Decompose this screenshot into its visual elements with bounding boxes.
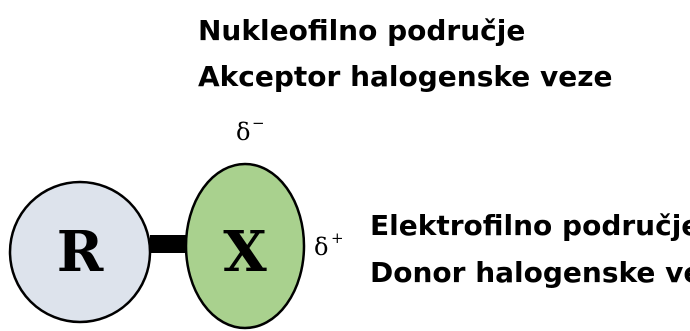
r-atom: R	[8, 180, 152, 324]
x-atom-ellipse	[184, 162, 306, 330]
r-atom-circle	[8, 180, 152, 324]
r-x-bond	[150, 235, 192, 253]
electrophilic-region-label: Elektrofilno područje	[370, 209, 690, 242]
x-atom: X	[184, 162, 306, 330]
delta-plus-symbol: δ	[314, 233, 328, 261]
delta-minus-label: δ −	[236, 114, 265, 146]
x-atom-label: X	[223, 219, 267, 285]
delta-minus-symbol: δ	[236, 118, 250, 146]
nucleophilic-region-label: Nukleofilno područje	[198, 14, 525, 47]
delta-plus-label: δ +	[314, 229, 344, 261]
delta-plus-sign: +	[331, 229, 344, 247]
r-atom-label: R	[57, 219, 104, 285]
halogen-bond-donor-label: Donor halogenske veze	[370, 256, 690, 289]
delta-minus-sign: −	[252, 114, 265, 132]
halogen-bond-acceptor-label: Akceptor halogenske veze	[198, 60, 613, 93]
